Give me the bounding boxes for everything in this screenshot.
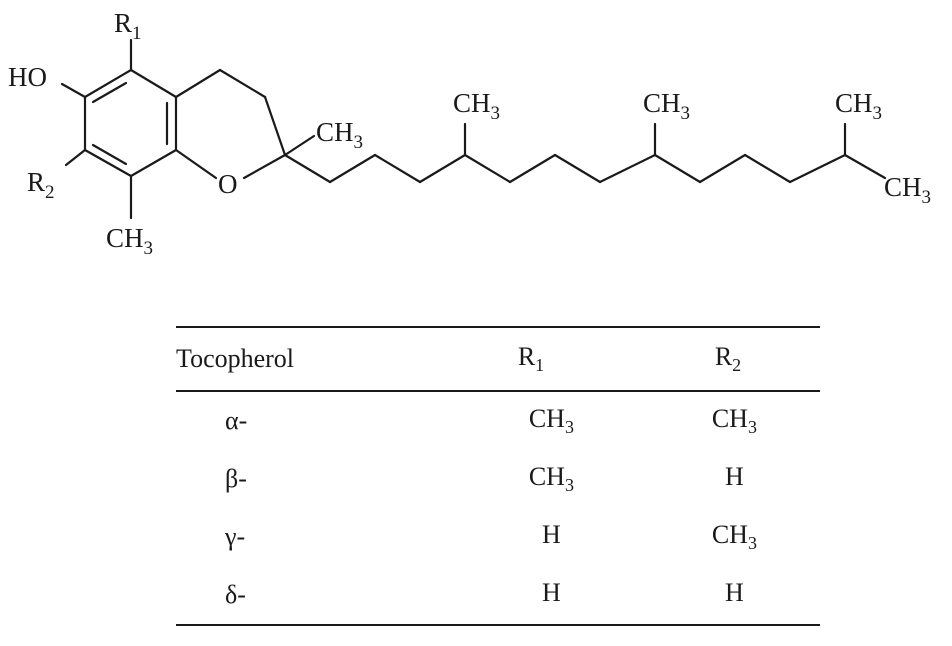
hydroxyl-label: HO xyxy=(8,62,47,92)
header-r2: R2 xyxy=(714,342,742,375)
phytyl-chain xyxy=(283,122,887,184)
row-r1: CH3 xyxy=(528,462,574,495)
row-r1: H xyxy=(542,520,561,549)
table-bottom-rule xyxy=(176,624,820,626)
row-r2: H xyxy=(725,462,744,491)
row-r2: CH3 xyxy=(711,520,757,553)
table-header-row: Tocopherol R1 R2 xyxy=(176,328,820,390)
ring-methyl-label: CH3 xyxy=(106,223,153,259)
ring-oxygen-label: O xyxy=(218,169,238,199)
row-name: β- xyxy=(225,464,247,493)
table-top-rule xyxy=(176,326,820,328)
r1-label: R1 xyxy=(114,8,142,44)
row-name: δ- xyxy=(225,580,246,609)
c2-methyl-label: CH3 xyxy=(316,117,363,153)
tocopherol-structure-diagram: R1 HO R2 CH3 O CH3 CH3 CH3 CH3 CH3 xyxy=(8,8,931,259)
row-name: γ- xyxy=(225,522,246,551)
table-row: β- CH3 H xyxy=(176,450,820,508)
header-r1: R1 xyxy=(517,342,545,375)
header-tocopherol: Tocopherol xyxy=(176,344,295,373)
terminal-methyl-label-top: CH3 xyxy=(835,88,882,124)
table-row: α- CH3 CH3 xyxy=(176,392,820,450)
pyran-ring xyxy=(174,68,287,180)
r2-label: R2 xyxy=(27,167,55,203)
row-r2: H xyxy=(725,578,744,607)
table-header-rule xyxy=(176,390,820,392)
table-row: δ- H H xyxy=(176,566,820,624)
substituent-bonds xyxy=(60,38,316,220)
terminal-methyl-label-bottom: CH3 xyxy=(884,172,931,208)
aromatic-ring xyxy=(83,68,178,178)
chain-methyl-label-1: CH3 xyxy=(453,88,500,124)
row-name: α- xyxy=(225,406,248,435)
row-r1: H xyxy=(542,578,561,607)
chain-methyl-label-2: CH3 xyxy=(643,88,690,124)
table-row: γ- H CH3 xyxy=(176,508,820,566)
row-r1: CH3 xyxy=(528,404,574,437)
row-r2: CH3 xyxy=(711,404,757,437)
tocopherol-table: Tocopherol R1 R2 α- CH3 CH3 β- CH3 H γ- … xyxy=(176,326,820,626)
